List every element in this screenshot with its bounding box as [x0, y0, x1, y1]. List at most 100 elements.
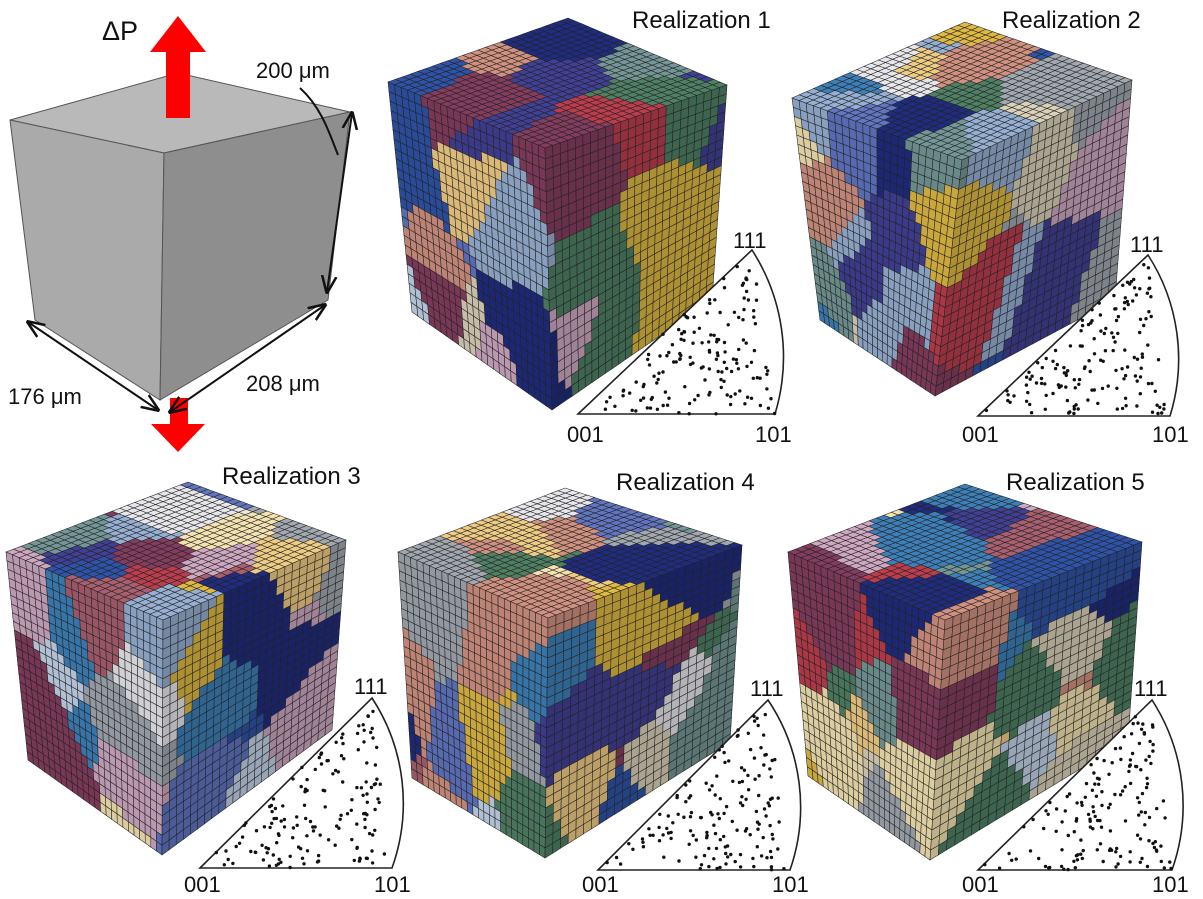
ipf-orientation-point — [1024, 399, 1029, 403]
ipf-orientation-point — [683, 385, 687, 389]
ipf-orientation-point — [677, 411, 681, 415]
ipf-orientation-point — [1138, 375, 1143, 379]
ipf-orientation-point — [1144, 317, 1148, 321]
specimen-cube-front — [9, 119, 165, 401]
ipf-orientation-point — [1086, 398, 1090, 402]
ipf-orientation-point — [1039, 376, 1044, 381]
ipf-orientation-point — [1135, 357, 1140, 361]
ipf-orientation-point — [682, 313, 686, 317]
ipf-orientation-point — [984, 408, 989, 413]
ipf-orientation-point — [1150, 381, 1154, 386]
ipf-orientation-point — [1090, 388, 1094, 392]
dim-depth-arrow — [170, 305, 325, 412]
ipf-orientation-point — [1087, 359, 1091, 363]
ipf-orientation-point — [687, 401, 692, 406]
dim-height-leader — [299, 87, 339, 156]
ipf-orientation-point — [747, 269, 751, 273]
ipf-orientation-point — [1092, 337, 1096, 341]
ipf-orientation-point — [1116, 331, 1120, 336]
ipf-orientation-point — [647, 363, 652, 367]
ipf-orientation-point — [714, 357, 719, 361]
ipf-orientation-point — [641, 396, 646, 400]
ipf-orientation-point — [1026, 390, 1030, 395]
ipf-orientation-point — [744, 289, 749, 294]
ipf-orientation-point — [1132, 355, 1137, 360]
load-arrow-up — [150, 16, 206, 118]
ipf-orientation-point — [687, 412, 691, 416]
ipf-orientation-point — [738, 389, 742, 393]
ipf-orientation-point — [754, 298, 759, 302]
ipf-orientation-point — [736, 367, 741, 371]
ipf-orientation-point — [1053, 348, 1058, 353]
ipf-orientation-point — [708, 301, 712, 306]
ipf-orientation-point — [716, 353, 720, 358]
ipf-orientation-point — [745, 395, 750, 399]
ipf-orientation-point — [685, 316, 690, 320]
ipf-orientation-point — [1053, 366, 1058, 371]
ipf-label-111-1: 111 — [733, 228, 766, 253]
ipf-orientation-point — [655, 381, 659, 385]
ipf-orientation-point — [693, 398, 697, 402]
dim-height-label: 200 μm — [256, 58, 330, 83]
ipf-orientation-point — [1140, 355, 1145, 359]
ipf-orientation-point — [729, 394, 733, 399]
load-symbol-label: ΔP — [102, 16, 138, 46]
ipf-orientation-point — [1162, 407, 1166, 411]
ipf-orientation-point — [1138, 287, 1142, 291]
ipf-orientation-point — [688, 355, 692, 359]
ipf-orientation-point — [765, 387, 769, 391]
realization-cube-1 — [387, 17, 728, 411]
ipf-orientation-point — [701, 365, 705, 369]
ipf-orientation-point — [1034, 381, 1039, 385]
dim-height-arrow — [327, 113, 352, 292]
ipf-orientation-point — [661, 403, 665, 408]
ipf-orientation-point — [1110, 331, 1114, 335]
ipf-orientation-point — [1040, 365, 1045, 370]
ipf-orientation-point — [1067, 411, 1071, 415]
ipf-orientation-point — [741, 281, 746, 285]
ipf-orientation-point — [649, 397, 653, 401]
ipf-orientation-point — [652, 374, 656, 378]
ipf-orientation-point — [723, 350, 727, 354]
ipf-orientation-point — [1102, 331, 1107, 336]
ipf-orientation-point — [1103, 349, 1108, 353]
ipf-orientation-point — [1044, 356, 1048, 361]
ipf-orientation-point — [1142, 323, 1146, 328]
ipf-orientation-point — [764, 365, 768, 370]
ipf-orientation-point — [1147, 276, 1152, 280]
ipf-orientation-point — [1156, 358, 1161, 362]
ipf-orientation-point — [1077, 382, 1081, 386]
ipf-orientation-point — [1122, 377, 1126, 381]
ipf-orientation-point — [665, 354, 669, 358]
ipf-orientation-point — [707, 298, 712, 302]
ipf-orientation-point — [1072, 378, 1077, 382]
ipf-orientation-point — [1028, 402, 1032, 407]
dim-width-label: 176 μm — [8, 384, 82, 409]
ipf-orientation-point — [1116, 314, 1121, 319]
ipf-orientation-point — [621, 388, 626, 392]
ipf-orientation-point — [1088, 369, 1092, 374]
ipf-orientation-point — [715, 340, 719, 344]
ipf-orientation-point — [752, 309, 756, 313]
ipf-orientation-point — [1125, 365, 1130, 369]
ipf-orientation-point — [1138, 392, 1143, 396]
ipf-orientation-point — [1153, 389, 1158, 393]
ipf-label-111-2: 111 — [1130, 232, 1163, 257]
ipf-orientation-point — [741, 338, 746, 342]
ipf-orientation-point — [1133, 374, 1138, 378]
ipf-orientation-point — [692, 315, 696, 319]
ipf-orientation-point — [1098, 313, 1103, 317]
ipf-orientation-point — [1126, 302, 1130, 307]
ipf-orientation-point — [672, 360, 676, 364]
ipf-orientation-point — [1111, 348, 1115, 353]
realization-panel-1: Realization 1 111 001 101 — [387, 7, 792, 447]
ipf-orientation-point — [1123, 373, 1128, 378]
ipf-orientation-point — [712, 333, 716, 337]
ipf-orientation-point — [1162, 402, 1166, 407]
ipf-orientation-point — [646, 357, 650, 362]
ipf-orientation-point — [642, 382, 646, 387]
ipf-orientation-point — [1043, 382, 1047, 386]
ipf-orientation-point — [1155, 403, 1159, 407]
ipf-orientation-point — [745, 364, 749, 369]
ipf-orientation-point — [726, 323, 730, 327]
